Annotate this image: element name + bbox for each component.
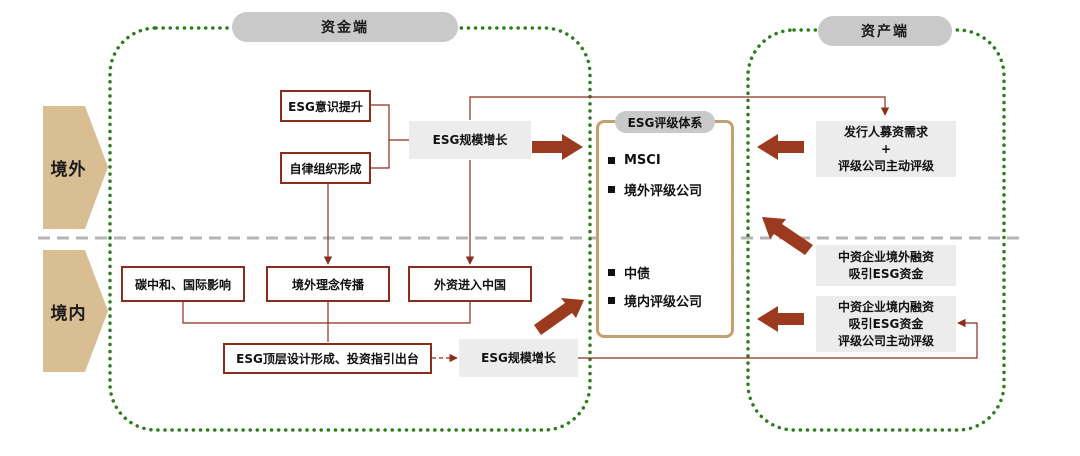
arrow-issuer-to-rating: [757, 134, 804, 160]
domestic-financing-line-1: 中资企业境内融资: [837, 299, 934, 314]
asset-side-border: [746, 28, 1006, 432]
box-esg-growth-domestic: ESG规模增长: [459, 339, 578, 377]
region-tab-domestic: [43, 250, 108, 372]
box-domestic-financing: 中资企业境内融资 吸引ESG资金 评级公司主动评级: [816, 296, 956, 352]
overseas-financing-line-1: 中资企业境外融资: [837, 249, 934, 264]
issuer-demand-line-3: 评级公司主动评级: [837, 158, 934, 173]
rating-item-label: 中债: [624, 267, 651, 282]
rating-item-label: 境外评级公司: [624, 184, 703, 199]
asset-side-header: 资产端: [818, 16, 952, 46]
issuer-demand-line-1: 发行人募资需求: [843, 124, 928, 139]
overseas-financing-line-2: 吸引ESG资金: [848, 266, 924, 281]
rating-item-chinabond: 中债: [608, 263, 650, 282]
box-self-regulation: 自律组织形成: [280, 152, 371, 184]
arrow-domestic-financing-to-rating: [757, 306, 804, 332]
box-carbon-neutral: 碳中和、国际影响: [121, 266, 245, 302]
esg-rating-panel: [596, 120, 734, 338]
box-esg-awareness: ESG意识提升: [280, 90, 371, 122]
box-issuer-demand: 发行人募资需求 + 评级公司主动评级: [816, 121, 956, 177]
capital-side-header: 资金端: [232, 12, 458, 42]
bullet-icon: [608, 157, 615, 164]
bullet-icon: [608, 186, 615, 193]
box-foreign-capital: 外资进入中国: [408, 266, 532, 302]
rating-item-overseas-agencies: 境外评级公司: [608, 180, 702, 199]
region-label-domestic: 境内: [50, 303, 87, 324]
arrow-overseas-financing-to-rating: [762, 217, 813, 255]
capital-side-border: [108, 26, 592, 432]
connector-lines-upper: [323, 96, 890, 265]
bullet-icon: [608, 297, 615, 304]
region-label-overseas: 境外: [50, 160, 87, 180]
rating-item-label: 境内评级公司: [624, 295, 703, 310]
bullet-icon: [608, 269, 615, 276]
arrow-domestic-growth-to-rating: [534, 298, 584, 335]
domestic-financing-line-3: 评级公司主动评级: [837, 333, 934, 348]
issuer-demand-line-2: +: [880, 141, 892, 156]
rating-item-label: MSCI: [624, 153, 661, 168]
domestic-financing-line-2: 吸引ESG资金: [848, 316, 924, 331]
esg-rating-panel-title: ESG评级体系: [615, 111, 715, 133]
rating-item-domestic-agencies: 境内评级公司: [608, 291, 702, 310]
box-top-level-design: ESG顶层设计形成、投资指引出台: [223, 343, 432, 374]
arrow-growth-to-rating: [532, 134, 583, 160]
box-overseas-financing: 中资企业境外融资 吸引ESG资金: [816, 245, 956, 286]
connector-lines-lower: [182, 302, 978, 363]
box-esg-growth-overseas: ESG规模增长: [409, 121, 531, 159]
rating-item-msci: MSCI: [608, 153, 661, 168]
box-concept-spread: 境外理念传播: [266, 266, 390, 302]
region-tab-overseas: [43, 106, 108, 229]
